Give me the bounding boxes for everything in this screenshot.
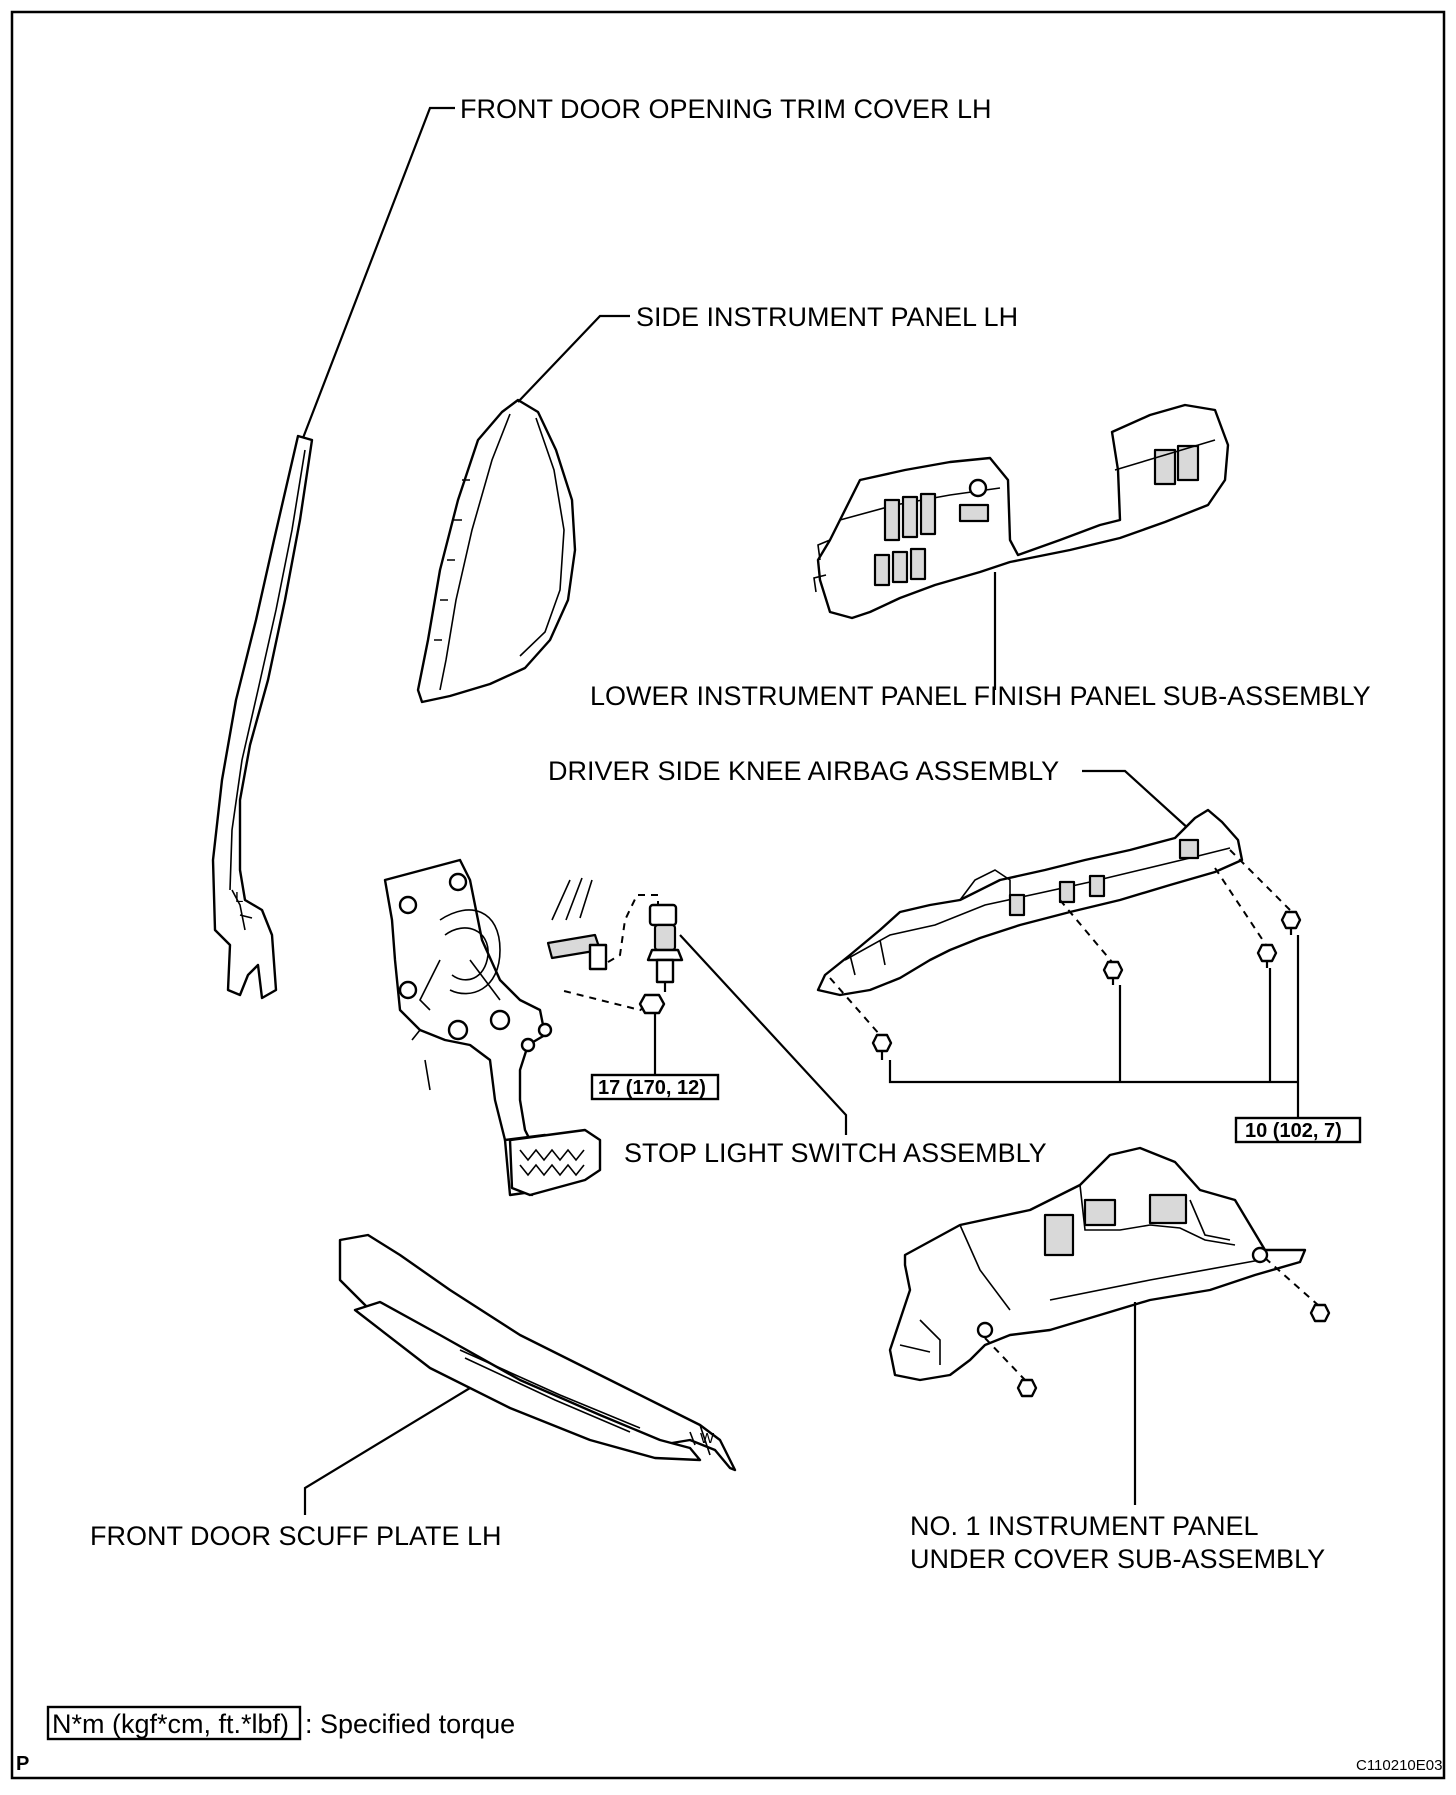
- legend-description: : Specified torque: [305, 1709, 515, 1739]
- torque-value-knee-airbag: 10 (102, 7): [1245, 1120, 1342, 1142]
- page-border: [10, 10, 1446, 1780]
- torque-leader-knee-airbag: [888, 1060, 1298, 1084]
- torque-box-stop-switch: [590, 1073, 720, 1101]
- brake-pedal-assembly: [383, 858, 608, 1197]
- leader-stop-light-switch: [679, 934, 848, 1135]
- legend-torque-unit-box: [46, 1705, 302, 1741]
- under-cover-bolt-2: [984, 1337, 1038, 1398]
- label-stop-light-switch: STOP LIGHT SWITCH ASSEMBLY: [624, 1138, 1047, 1168]
- no1-instrument-panel-under-cover-part: [888, 1146, 1307, 1382]
- leader-front-door-scuff-plate: [303, 1387, 471, 1515]
- label-lower-finish-panel: LOWER INSTRUMENT PANEL FINISH PANEL SUB-…: [590, 681, 1371, 711]
- knee-airbag-bolt-1: [829, 977, 893, 1060]
- label-front-door-scuff-plate: FRONT DOOR SCUFF PLATE LH: [90, 1521, 502, 1551]
- svg-text:L: L: [235, 889, 243, 906]
- page-letter: P: [16, 1753, 29, 1775]
- side-instrument-panel-part: [416, 398, 577, 704]
- label-front-door-opening-trim-cover: FRONT DOOR OPENING TRIM COVER LH: [460, 94, 992, 124]
- under-cover-bolt-1: [1264, 1257, 1331, 1323]
- stop-light-switch-nut: [638, 993, 666, 1015]
- lower-instrument-panel-finish-panel-part: [813, 403, 1230, 620]
- leader-driver-side-knee-airbag: [1082, 769, 1191, 831]
- label-driver-side-knee-airbag: DRIVER SIDE KNEE AIRBAG ASSEMBLY: [548, 756, 1059, 786]
- torque-box-knee-airbag: [1234, 1116, 1362, 1144]
- knee-airbag-bolt-3: [1214, 867, 1278, 968]
- label-side-instrument-panel: SIDE INSTRUMENT PANEL LH: [636, 302, 1018, 332]
- leader-side-instrument-panel: [517, 314, 630, 403]
- torque-value-stop-switch: 17 (170, 12): [598, 1077, 706, 1099]
- stop-light-switch-part: [646, 903, 684, 992]
- figure-code: C110210E03: [1356, 1757, 1442, 1774]
- front-door-opening-trim-cover-part: L: [211, 434, 314, 1000]
- knee-airbag-bolt-4: [1229, 849, 1302, 935]
- label-under-cover-line2: UNDER COVER SUB-ASSEMBLY: [910, 1544, 1325, 1574]
- svg-text:W: W: [700, 1430, 715, 1447]
- label-under-cover-line1: NO. 1 INSTRUMENT PANEL: [910, 1511, 1259, 1541]
- knee-airbag-bolt-2: [1059, 899, 1124, 985]
- driver-side-knee-airbag-part: [816, 808, 1244, 997]
- leader-front-door-opening-trim-cover: [301, 106, 455, 439]
- legend-torque-unit: N*m (kgf*cm, ft.*lbf): [52, 1709, 289, 1739]
- front-door-scuff-plate-part: W: [338, 1233, 737, 1472]
- stop-switch-dash-2: [559, 989, 658, 1012]
